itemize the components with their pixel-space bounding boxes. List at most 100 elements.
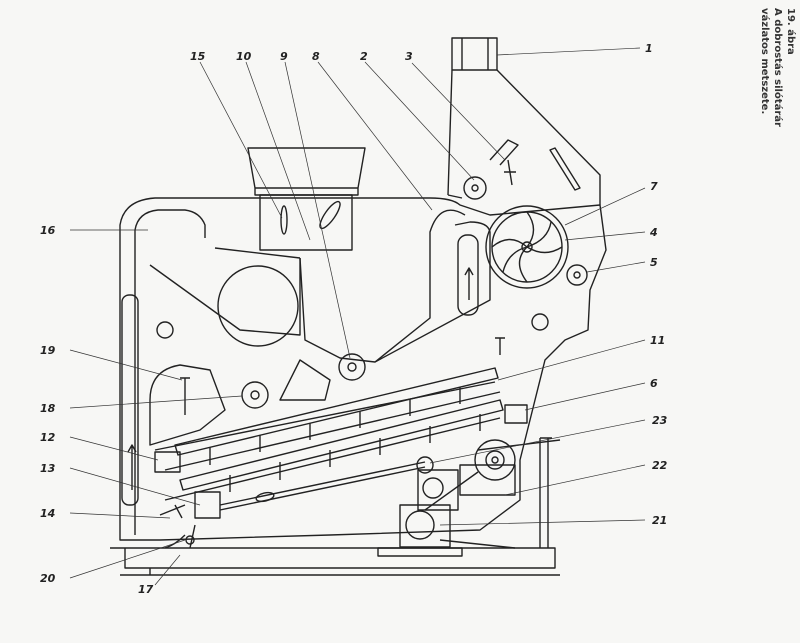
leader-1 <box>496 47 641 56</box>
callout-15: 15 <box>190 50 206 63</box>
deck-left-box <box>154 451 181 473</box>
centre-funnel <box>299 209 466 363</box>
callout-7: 7 <box>650 180 658 193</box>
callout-11: 11 <box>650 334 665 347</box>
feed-window <box>549 147 581 191</box>
intake-flap-left <box>280 205 288 235</box>
callout-19: 19 <box>40 344 56 357</box>
leader-2 <box>364 61 475 181</box>
right-wall-eye <box>531 313 549 331</box>
leader-14 <box>69 512 171 519</box>
right-funnel <box>374 221 491 363</box>
leader-22 <box>504 464 646 496</box>
deck-hangers <box>209 387 481 492</box>
callout-23: 23 <box>652 414 668 427</box>
motor-plinth <box>377 547 463 557</box>
callout-10: 10 <box>236 50 252 63</box>
drive-pulley <box>474 439 516 481</box>
rod-coupling <box>255 491 275 503</box>
fan-hub <box>521 241 533 253</box>
callout-22: 22 <box>652 459 668 472</box>
leader-23 <box>429 419 646 464</box>
upper-roller <box>463 176 487 200</box>
callout-14: 14 <box>40 507 55 520</box>
callout-6: 6 <box>650 377 658 390</box>
left-rotor <box>241 381 269 409</box>
drive-rod <box>219 461 426 511</box>
inner-drum <box>217 265 299 347</box>
leader-19 <box>69 349 183 381</box>
intake-flap-right <box>319 200 341 230</box>
left-slot <box>121 294 139 506</box>
outlet-valve <box>185 535 195 545</box>
leader-17 <box>154 554 181 586</box>
upper-roller-hub <box>471 184 479 192</box>
centre-rotor-hub <box>347 362 357 372</box>
callout-16: 16 <box>40 224 56 237</box>
callout-1: 1 <box>645 42 653 55</box>
feed-stack-lines <box>461 38 489 70</box>
leader-21 <box>439 519 646 526</box>
caption-line-2: vázlatos metszete. <box>759 8 770 115</box>
left-funnel <box>149 247 301 336</box>
centre-rotor <box>338 353 366 381</box>
adjusting-knob <box>180 377 190 415</box>
figure-caption: 19. ábra A dobrostás silótárár vázlatos … <box>758 8 797 127</box>
callout-numbers: 1 2 3 4 5 6 7 8 9 10 11 12 13 14 15 16 1… <box>40 42 668 596</box>
leader-lines <box>69 47 646 586</box>
feed-stack-chute <box>447 69 601 205</box>
main-housing <box>119 197 607 541</box>
side-roller-hub <box>573 271 581 279</box>
callout-5: 5 <box>650 256 658 269</box>
caption-line-1: A dobrostás silótárár <box>772 8 783 127</box>
callout-18: 18 <box>40 402 56 415</box>
gear-housing <box>417 469 459 511</box>
leader-13 <box>69 467 201 506</box>
side-roller <box>566 264 588 286</box>
right-vertical-guide <box>539 437 552 548</box>
fan-housing <box>485 205 569 289</box>
leader-5 <box>586 261 646 273</box>
outlet-lever <box>159 504 186 519</box>
callout-9: 9 <box>280 50 288 63</box>
callout-21: 21 <box>652 514 667 527</box>
leader-15 <box>199 61 283 219</box>
leader-9 <box>284 61 351 359</box>
lower-left-trough <box>149 364 226 446</box>
leader-3 <box>411 62 506 161</box>
top-stub <box>495 337 505 355</box>
motor-body <box>399 504 451 548</box>
fan-blades <box>491 211 563 283</box>
lower-centre-trough <box>279 359 331 401</box>
callout-2: 2 <box>360 50 368 63</box>
feed-stack-cap <box>451 37 498 71</box>
callout-20: 20 <box>40 572 56 585</box>
leader-10 <box>245 61 311 241</box>
eccentric-wheel <box>416 456 434 474</box>
leader-18 <box>69 395 243 409</box>
leader-12 <box>69 436 159 461</box>
intake-throat <box>259 194 353 251</box>
callout-13: 13 <box>40 462 56 475</box>
left-channel <box>134 209 206 535</box>
leader-11 <box>497 339 646 381</box>
deck-right-box <box>504 404 528 424</box>
callout-17: 17 <box>138 583 154 596</box>
left-rotor-hub <box>250 390 260 400</box>
right-arrow <box>464 267 474 300</box>
base-frame <box>110 547 556 575</box>
drive-pulley-inner <box>485 450 505 470</box>
deck-rails <box>154 381 501 501</box>
leader-20 <box>69 539 186 579</box>
leader-4 <box>564 231 646 241</box>
drive-pulley-hub <box>491 456 499 464</box>
spring-lever <box>489 139 519 186</box>
left-wall-eye <box>156 321 174 339</box>
gear-wheel <box>422 477 444 499</box>
lower-sieve-deck <box>179 399 504 491</box>
leader-6 <box>524 382 646 411</box>
intake-hopper <box>247 147 366 196</box>
left-arrow <box>127 444 137 490</box>
figure-number: 19. ábra <box>785 8 796 55</box>
leader-8 <box>317 61 433 211</box>
